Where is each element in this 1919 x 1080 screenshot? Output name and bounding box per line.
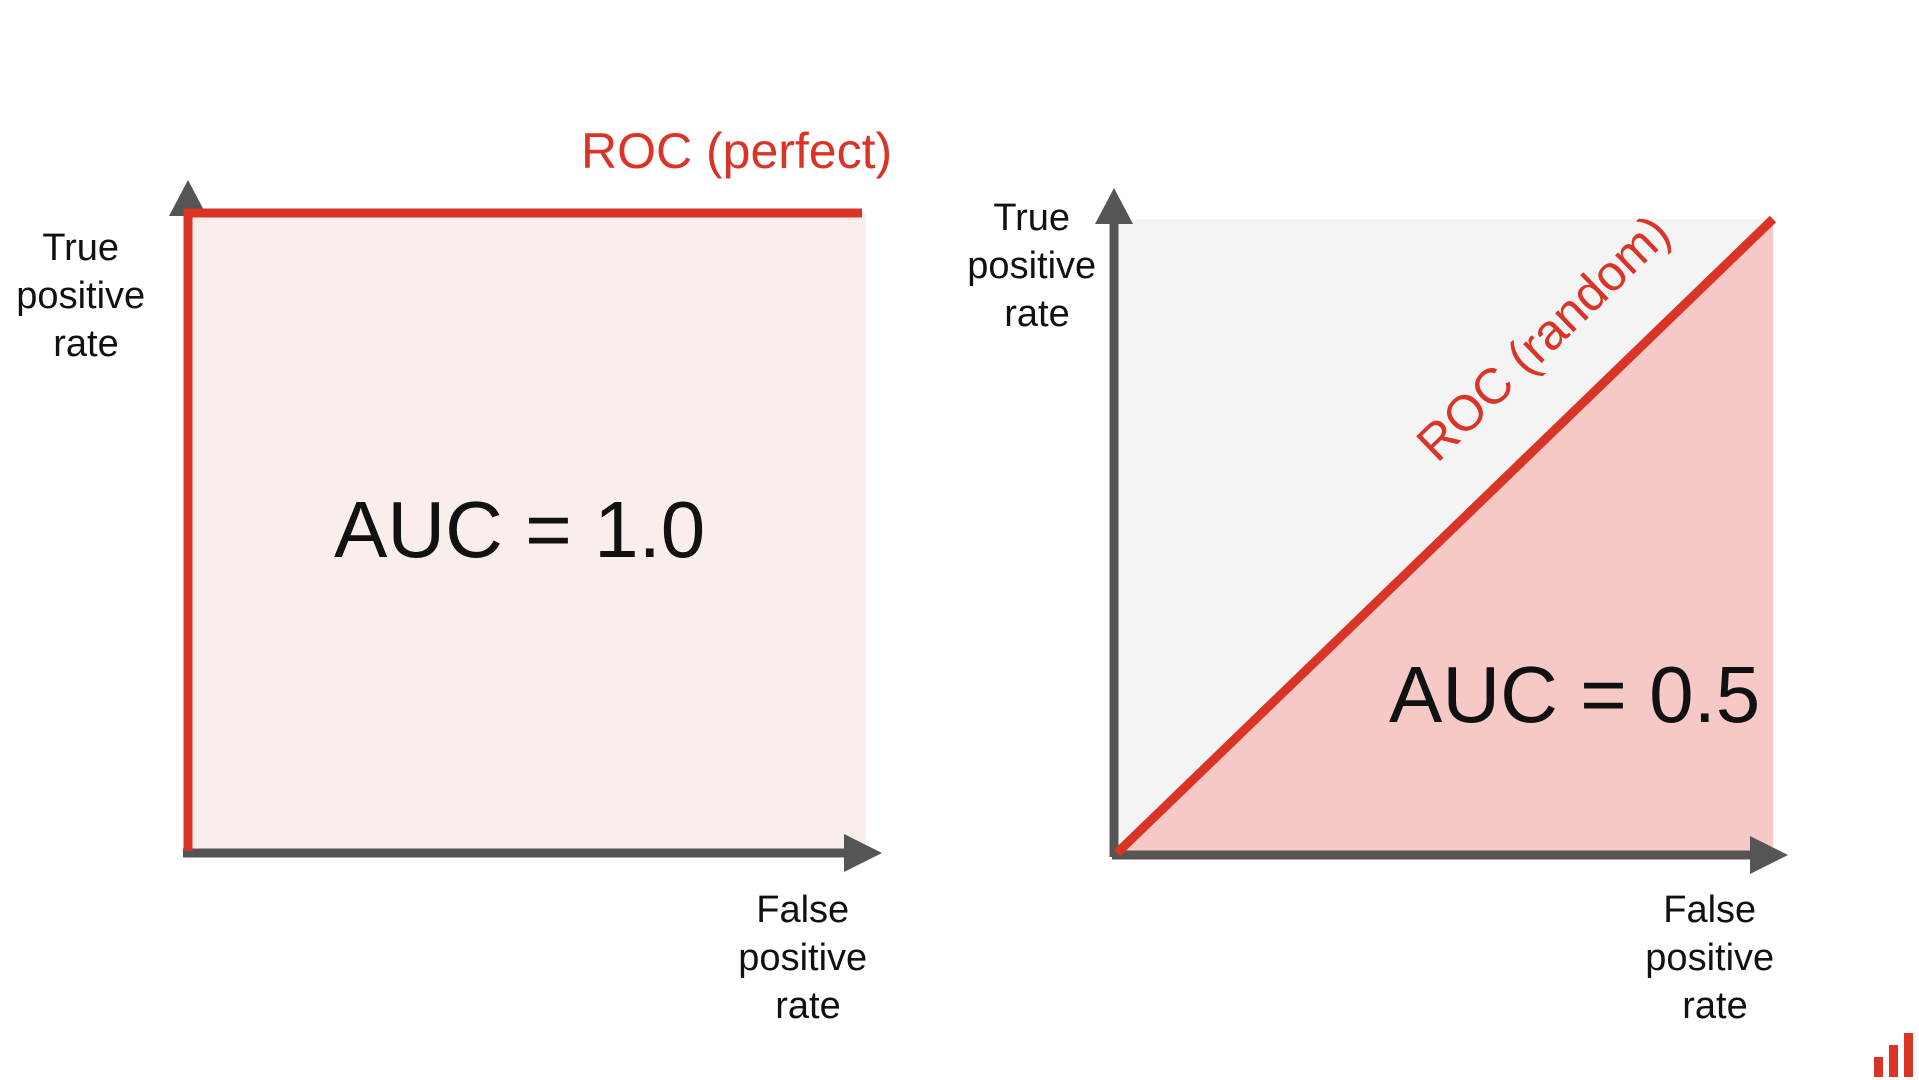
x-axis-label: False positive rate <box>1645 889 1784 1027</box>
y-axis-label-line: rate <box>1004 293 1069 335</box>
auc-label: AUC = 0.5 <box>1389 650 1760 739</box>
x-axis-label-line: False <box>756 889 849 931</box>
roc-curve-perfect <box>183 208 862 851</box>
y-axis-label-line: rate <box>53 323 118 365</box>
y-axis-arrow-icon <box>1095 188 1133 224</box>
auc-area-fill <box>188 213 866 851</box>
x-axis-label-line: positive <box>1645 937 1774 979</box>
perfect-roc-chart: ROC (perfect) AUC = 1.0 True positive ra… <box>16 123 892 1027</box>
y-axis-label-line: positive <box>967 245 1096 287</box>
x-axis-label-line: False <box>1663 889 1756 931</box>
x-axis-label-line: positive <box>738 937 867 979</box>
random-roc-chart: ROC (random) AUC = 0.5 True positive rat… <box>967 188 1788 1027</box>
x-axis-arrow-icon <box>844 834 882 872</box>
y-axis-label-line: positive <box>16 275 145 317</box>
x-axis-arrow-icon <box>1750 836 1788 874</box>
y-axis-arrow-icon <box>169 180 207 216</box>
x-axis-label: False positive rate <box>738 889 877 1027</box>
roc-curve-label: ROC (perfect) <box>581 123 892 179</box>
y-axis-label-line: True <box>993 197 1070 239</box>
y-axis-label: True positive rate <box>967 197 1106 335</box>
x-axis-label-line: rate <box>1682 985 1747 1027</box>
y-axis-label: True positive rate <box>16 227 155 365</box>
auc-label: AUC = 1.0 <box>334 485 705 574</box>
roc-curve-random <box>1113 215 1777 857</box>
y-axis-label-line: True <box>42 227 119 269</box>
x-axis-label-line: rate <box>775 985 840 1027</box>
brand-logo-icon <box>1874 1033 1913 1077</box>
